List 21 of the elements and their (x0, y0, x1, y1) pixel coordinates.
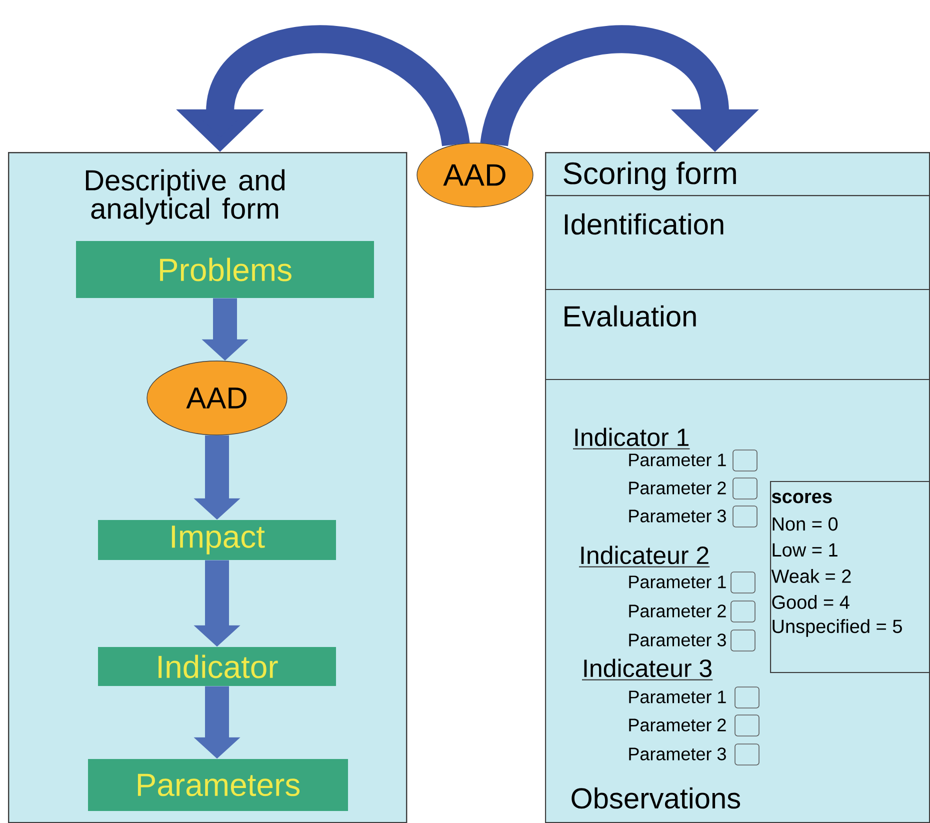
process-box: Impact (98, 520, 336, 560)
process-box: Indicator (98, 647, 336, 686)
parameter-label: Parameter 3 (629, 748, 726, 760)
parameter-label: Parameter 2 (629, 604, 726, 618)
parameter-label: Parameter 2 (629, 718, 726, 732)
indicator-heading: Indicateur 2 (581, 546, 708, 564)
parameter-label: Parameter 3 (629, 510, 726, 522)
form-panel: Scoring form (545, 152, 930, 196)
parameter-label: Parameter 1 (629, 690, 726, 704)
scores-box: scores Non = 0 Low = 1 Weak = 2 Good = 4 Unspecified = 5 (770, 481, 930, 674)
node-label: Identification (564, 213, 724, 235)
indicator-heading: Indicateur 3 (584, 658, 712, 678)
parameter-label: Parameter 3 (629, 634, 726, 646)
form-section: Evaluation (545, 289, 930, 380)
indicator-heading: Indicator 1 (575, 428, 688, 446)
process-box: Problems (76, 241, 374, 298)
process-box: Parameters (88, 759, 348, 811)
parameter-label: Parameter 2 (629, 482, 726, 494)
node-label: Evaluation (564, 305, 696, 327)
parameter-label: Parameter 1 (629, 576, 726, 588)
parameter-label: Parameter 1 (629, 454, 726, 466)
